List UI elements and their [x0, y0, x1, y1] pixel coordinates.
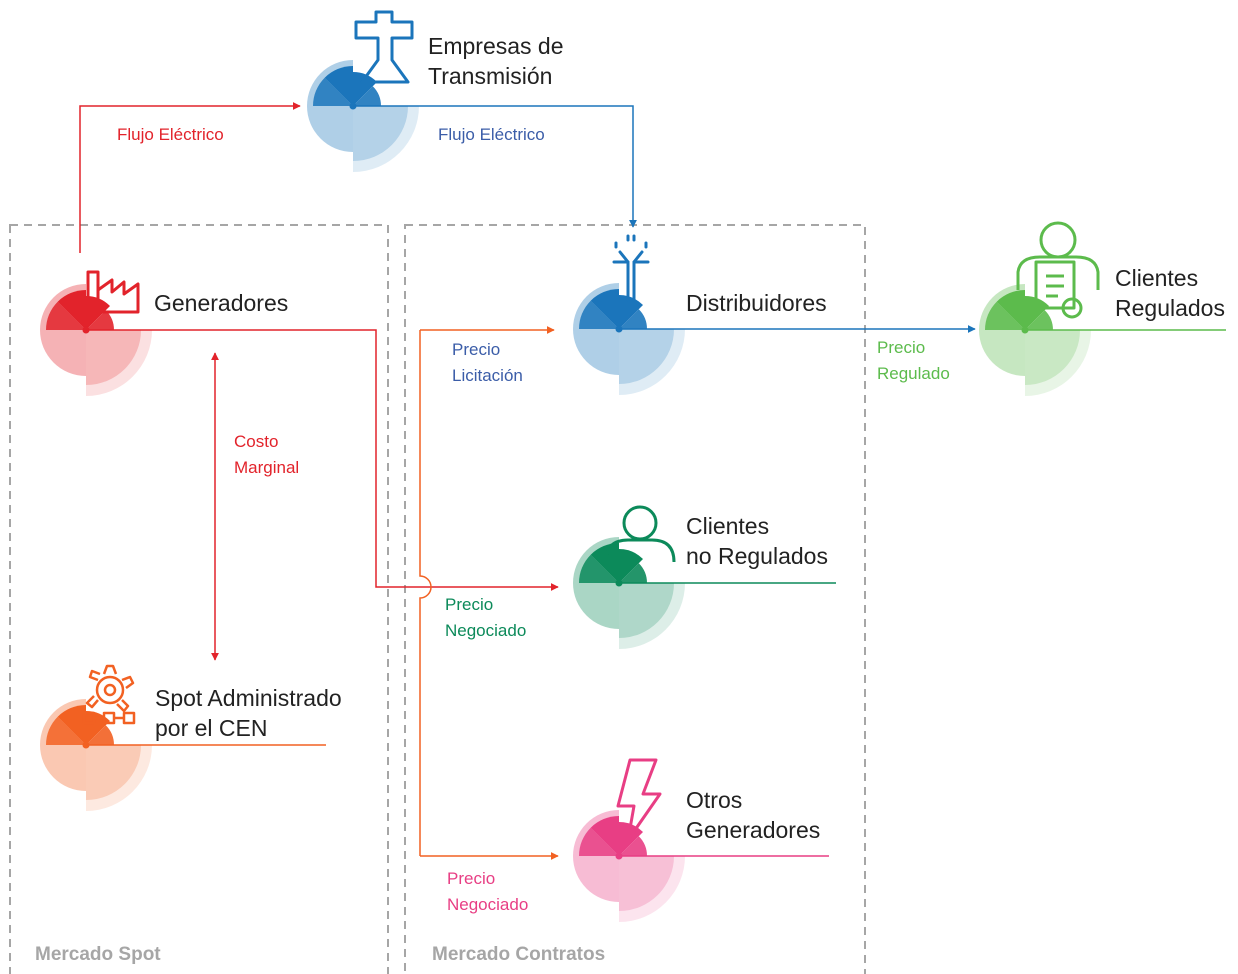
- fan-segment: [579, 554, 619, 583]
- distribution-pole-icon: [612, 234, 650, 302]
- node-marker-spot: [40, 699, 152, 811]
- fan-segment: [619, 295, 643, 329]
- fan-segment: [86, 725, 114, 745]
- person-icon: [604, 505, 676, 563]
- fan-segment: [619, 856, 685, 922]
- fan-segment: [619, 329, 685, 395]
- flow-generadores-to-transmision: [79, 102, 301, 253]
- fan-segment: [619, 856, 674, 911]
- fan-segment: [86, 745, 152, 811]
- fan-segment: [1025, 310, 1053, 330]
- fan-segment: [86, 330, 141, 385]
- fan-segment: [619, 583, 685, 649]
- edge-label-flujo-trans: Flujo Eléctrico: [438, 125, 545, 144]
- fan-segment: [619, 309, 647, 329]
- fan-segment: [45, 716, 86, 745]
- fan-segment: [619, 583, 674, 638]
- fan-segment: [86, 330, 152, 396]
- fan-segment: [57, 704, 86, 745]
- orange-bus: [419, 330, 432, 856]
- edge-label-flujo-gen: Flujo Eléctrico: [117, 125, 224, 144]
- price-generadores-to-clientes: [86, 329, 559, 591]
- node-label-distribuidores: Distribuidores: [686, 290, 827, 316]
- person-document-icon: [1016, 221, 1100, 319]
- fan-segment: [353, 106, 408, 161]
- fan-segment: [1025, 296, 1049, 330]
- fan-segment: [619, 549, 643, 583]
- node-marker-clientes-no-regulados: [573, 537, 685, 649]
- fan-segment: [353, 86, 381, 106]
- fan-segment: [590, 816, 619, 856]
- transmission-tower-icon: [354, 10, 414, 84]
- fan-segment: [313, 77, 353, 106]
- gear-process-icon: [82, 664, 136, 725]
- lightning-icon: [616, 758, 662, 842]
- fan-segment: [86, 310, 114, 330]
- fan-segment: [86, 745, 141, 800]
- fan-segment: [590, 289, 619, 329]
- fan-segment: [590, 543, 619, 583]
- fan-segment: [45, 301, 86, 330]
- fan-segment: [579, 827, 619, 856]
- region-label-spot: Mercado Spot: [35, 944, 161, 965]
- node-label-generadores: Generadores: [154, 290, 289, 316]
- fan-segment: [579, 300, 619, 329]
- fan-segment: [324, 65, 353, 106]
- node-marker-transmision: [307, 60, 419, 172]
- factory-icon: [86, 270, 140, 314]
- fan-segment: [619, 836, 647, 856]
- fan-segment: [996, 290, 1025, 330]
- region-label-contratos: Mercado Contratos: [432, 944, 606, 965]
- region-spot-box: [9, 224, 389, 974]
- fan-segment: [1025, 330, 1080, 385]
- fan-segment: [985, 301, 1025, 330]
- node-marker-otros-generadores: [573, 810, 685, 922]
- node-marker-distribuidores: [573, 283, 685, 395]
- fan-segment: [619, 822, 643, 856]
- fan-segment: [1025, 330, 1091, 396]
- fan-segment: [619, 563, 647, 583]
- flow-transmision-to-distribuidores: [353, 105, 637, 228]
- node-marker-generadores: [40, 284, 152, 396]
- node-marker-clientes-regulados: [979, 284, 1091, 396]
- fan-segment: [353, 106, 419, 172]
- fan-segment: [619, 329, 674, 384]
- fan-segment: [57, 290, 86, 330]
